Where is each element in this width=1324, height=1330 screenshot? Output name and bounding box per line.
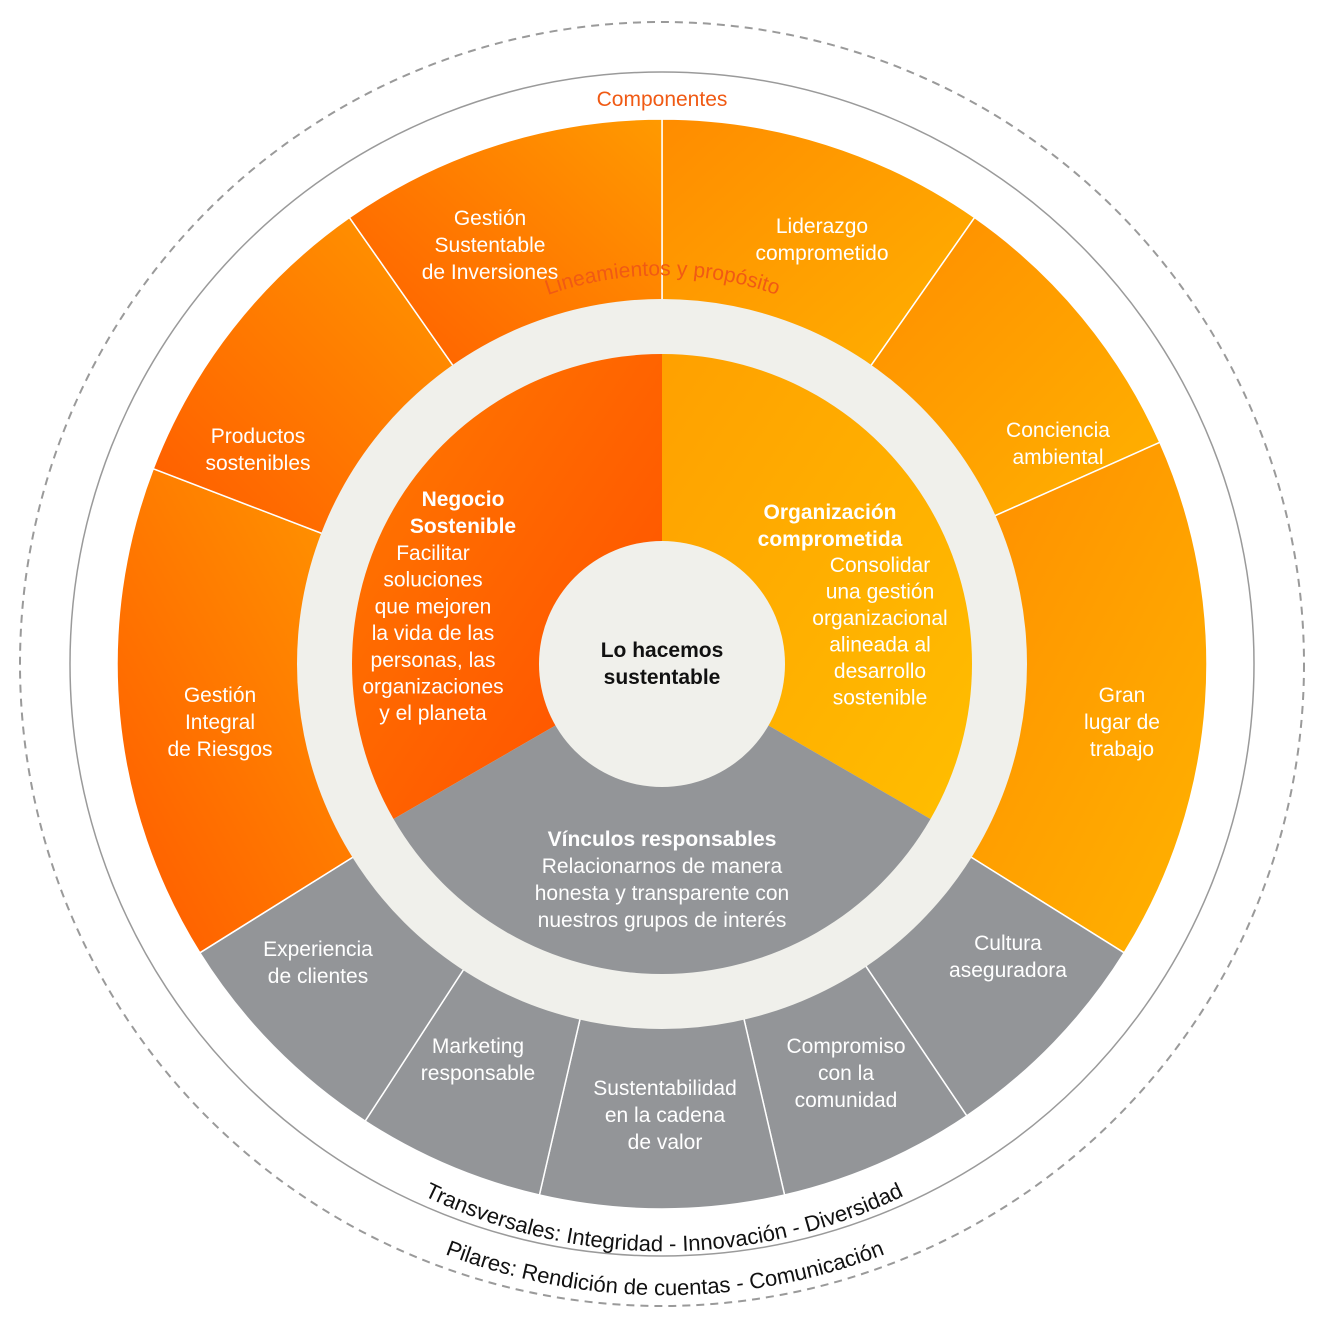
organizacion-comprometida-body: alineada al [829, 634, 931, 657]
component-label: Productos [211, 425, 306, 448]
component-label: aseguradora [949, 959, 1067, 982]
vinculos-responsables-body: Relacionarnos de manera [542, 855, 783, 878]
component-label: comunidad [795, 1089, 898, 1112]
organizacion-comprometida-title: comprometida [758, 528, 903, 551]
center-label: Lo hacemos [601, 639, 724, 662]
component-label: trabajo [1090, 738, 1154, 761]
vinculos-responsables-body: honesta y transparente con [535, 882, 790, 905]
vinculos-responsables-title: Vínculos responsables [548, 828, 777, 851]
negocio-sostenible-body: organizaciones [362, 676, 503, 699]
component-label: de Riesgos [167, 738, 272, 761]
negocio-sostenible-body: personas, las [371, 649, 496, 672]
component-label: Compromiso [786, 1035, 905, 1058]
organizacion-comprometida-body: organizacional [812, 607, 947, 630]
component-label: de valor [628, 1131, 703, 1154]
center-circle [539, 541, 785, 787]
component-label: en la cadena [605, 1104, 726, 1127]
organizacion-comprometida-body: una gestión [826, 581, 935, 604]
component-label: con la [818, 1062, 874, 1085]
component-label: Experiencia [263, 938, 373, 961]
negocio-sostenible-body: soluciones [383, 569, 482, 592]
negocio-sostenible-body: que mejoren [375, 595, 492, 618]
component-label: Sustentable [435, 234, 546, 257]
pilares-dashed-circle [19, 21, 1305, 1307]
negocio-sostenible-body: Facilitar [396, 542, 470, 565]
negocio-sostenible-title: Negocio [422, 488, 505, 511]
component-label: Gestión [454, 207, 526, 230]
component-label: Marketing [432, 1035, 524, 1058]
component-label: lugar de [1084, 711, 1160, 734]
component-label: de Inversiones [422, 261, 559, 284]
component-label: Gestión [184, 684, 256, 707]
negocio-sostenible-title: Sostenible [410, 515, 516, 538]
center-label: sustentable [604, 666, 721, 689]
organizacion-comprometida-body: sostenible [833, 687, 928, 710]
vinculos-responsables-body: nuestros grupos de interés [538, 909, 787, 932]
labels: Lo hacemos sustentable NegocioSostenibleFa… [167, 207, 1159, 1154]
component-label: responsable [421, 1062, 535, 1085]
vinculos-responsables-sector [393, 664, 931, 974]
negocio-sostenible-body: la vida de las [372, 622, 495, 645]
components-label: Componentes [597, 88, 728, 111]
component-label: Sustentabilidad [593, 1077, 737, 1100]
component-label: Cultura [974, 932, 1042, 955]
organizacion-comprometida-body: desarrollo [834, 660, 926, 683]
component-label: sostenibles [205, 452, 310, 475]
component-label: Conciencia [1006, 419, 1110, 442]
component-label: ambiental [1012, 446, 1103, 469]
organizacion-comprometida-body: Consolidar [830, 554, 930, 577]
component-label: Gran [1099, 684, 1146, 707]
component-label: de clientes [268, 965, 368, 988]
transversales-circle [69, 71, 1255, 1257]
component-label: comprometido [755, 242, 888, 265]
component-label: Liderazgo [776, 215, 868, 238]
component-label: Integral [185, 711, 255, 734]
organizacion-comprometida-title: Organización [763, 501, 896, 524]
negocio-sostenible-body: y el planeta [379, 702, 487, 725]
